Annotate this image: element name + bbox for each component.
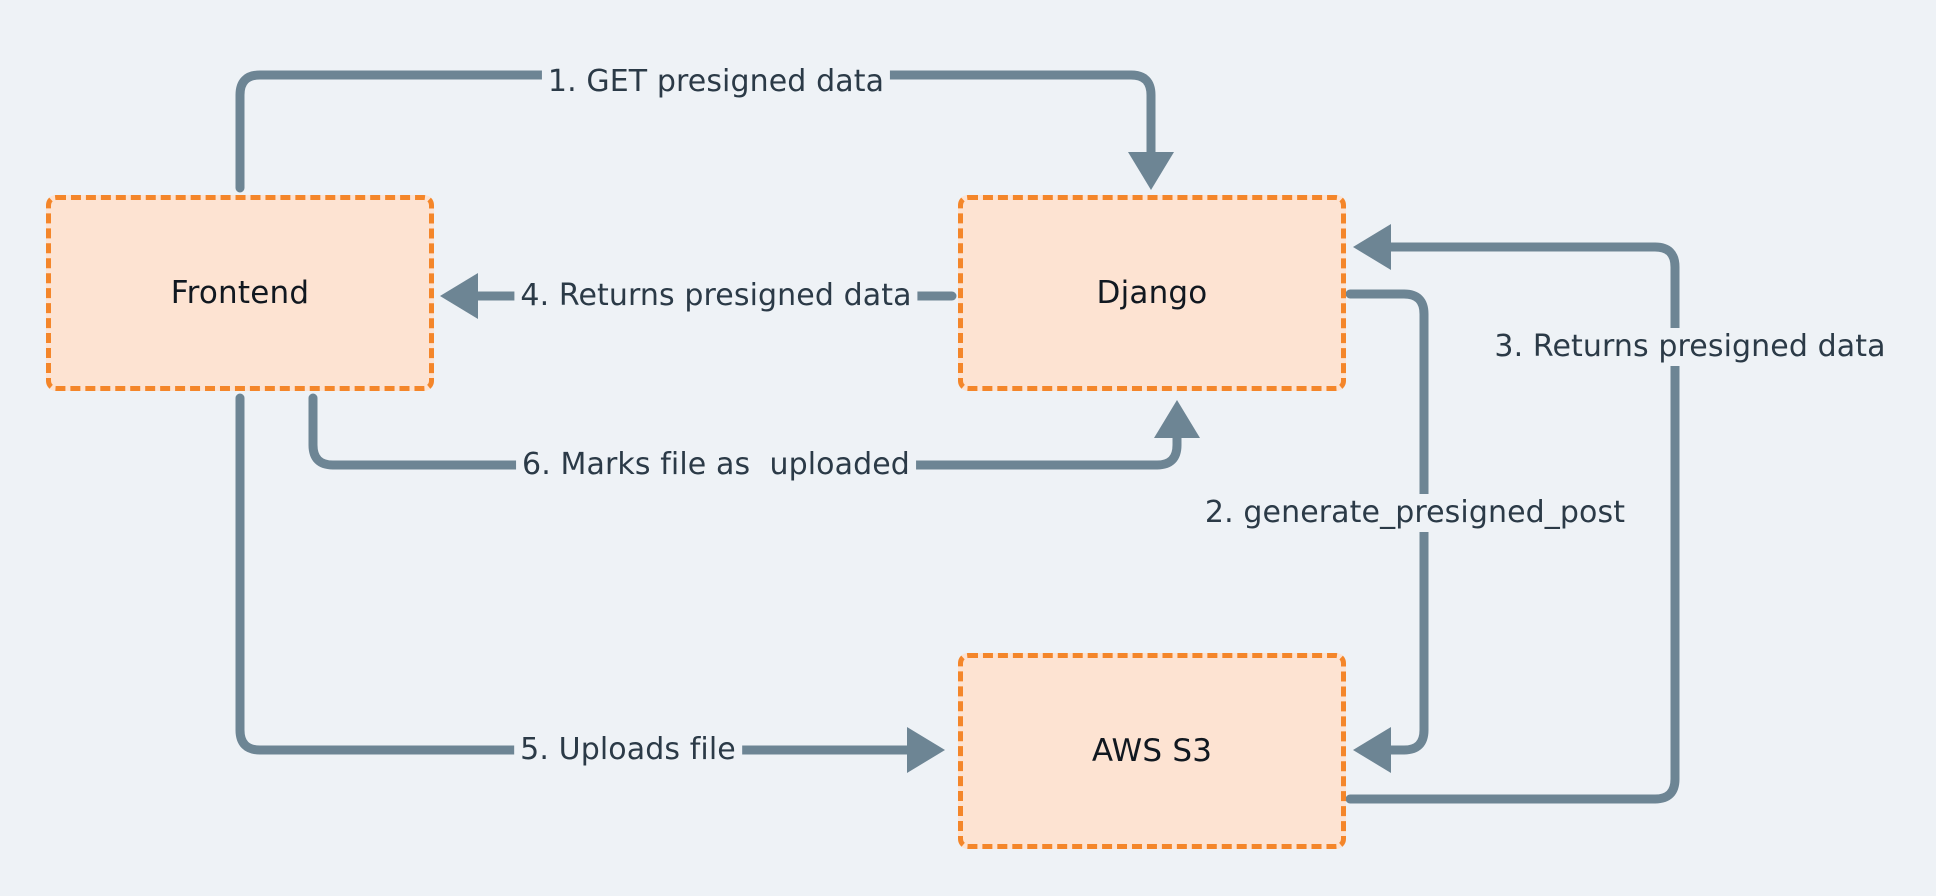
edge-1-arrowhead [1128,152,1174,190]
edge-2-label: 2. generate_presigned_post [1198,494,1632,532]
edge-5-arrowhead [907,727,945,773]
node-django-label: Django [1096,275,1208,311]
edge-5-label: 5. Uploads file [514,731,742,769]
edge-6-label: 6. Marks file as uploaded [516,446,916,484]
node-frontend[interactable]: Frontend [46,195,434,391]
edge-3-connector [1345,224,1680,804]
edge-4-arrowhead [440,273,478,319]
edge-3-arrowhead [1353,224,1391,270]
edge-2-connector [1345,289,1429,773]
edge-6-arrowhead [1154,400,1200,438]
node-aws-s3[interactable]: AWS S3 [958,653,1346,849]
node-frontend-label: Frontend [170,275,310,311]
node-aws-s3-label: AWS S3 [1091,733,1213,769]
edge-2-arrowhead [1353,727,1391,773]
edge-4-label: 4. Returns presigned data [514,277,918,315]
node-django[interactable]: Django [958,195,1346,391]
edge-1-label: 1. GET presigned data [541,63,891,101]
edge-3-label: 3. Returns presigned data [1488,328,1892,366]
edge-5-connector [235,393,945,773]
